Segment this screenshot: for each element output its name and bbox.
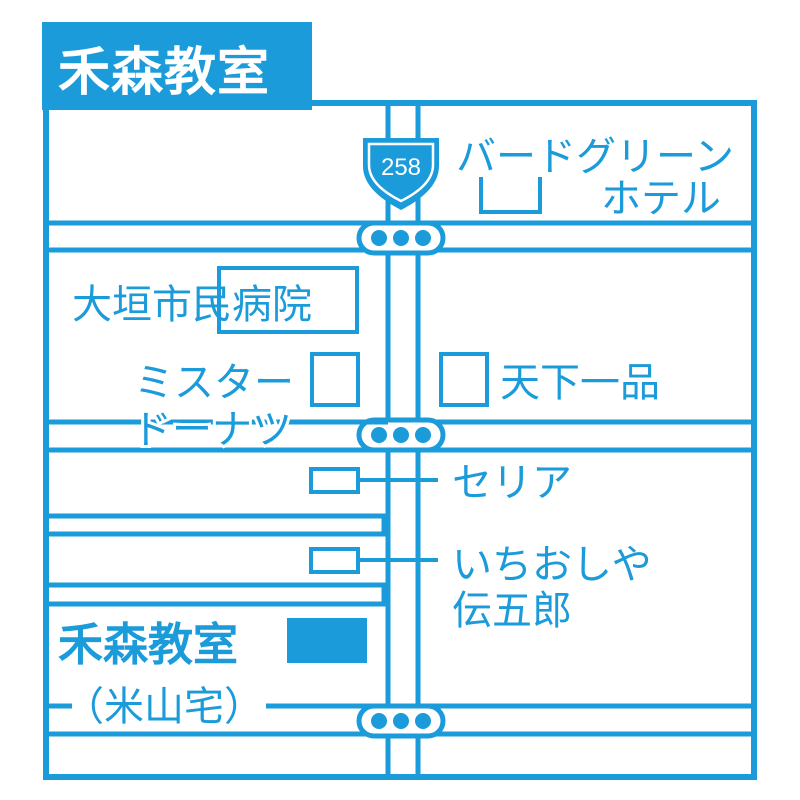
hospital-label: 大垣市民病院 [72, 282, 312, 328]
misdo-label-line1: ミスター [134, 360, 294, 406]
header-banner [42, 22, 312, 110]
hotel-label-line2: ホテル [601, 176, 721, 222]
tenkaippin-label: 天下一品 [500, 360, 660, 406]
map-frame [43, 100, 757, 780]
destination-marker-icon [287, 618, 367, 663]
side-road-left-b [46, 582, 387, 607]
tenkaippin: 天下一品 [439, 352, 660, 407]
seria-label: セリア [452, 460, 572, 506]
destination: 禾森教室 （米山宅） [58, 618, 367, 730]
ichioshiya-label-line2: 伝五郎 [452, 588, 572, 634]
mister-donut: ミスター ドーナツ [128, 352, 388, 456]
page-title: 禾森教室 [58, 43, 271, 103]
seria: セリア [309, 460, 572, 506]
route-shield-icon: 258 [363, 138, 439, 210]
traffic-light-icon [356, 417, 446, 453]
ichioshiya-dengoro: いちおしや 伝五郎 [309, 542, 652, 634]
bird-green-hotel: バードグリーン ホテル [456, 134, 734, 222]
route-number: 258 [381, 154, 421, 181]
ichioshiya-label-line1: いちおしや [452, 542, 652, 588]
side-road-left-a [46, 513, 387, 537]
destination-name: 禾森教室 [58, 618, 238, 671]
destination-sub: （米山宅） [64, 684, 264, 730]
traffic-light-icon [356, 220, 446, 256]
hotel-label-line1: バードグリーン [456, 134, 734, 180]
misdo-label-line2: ドーナツ [132, 407, 292, 453]
ogaki-city-hospital: 大垣市民病院 [72, 266, 359, 334]
traffic-light-icon [356, 703, 446, 739]
